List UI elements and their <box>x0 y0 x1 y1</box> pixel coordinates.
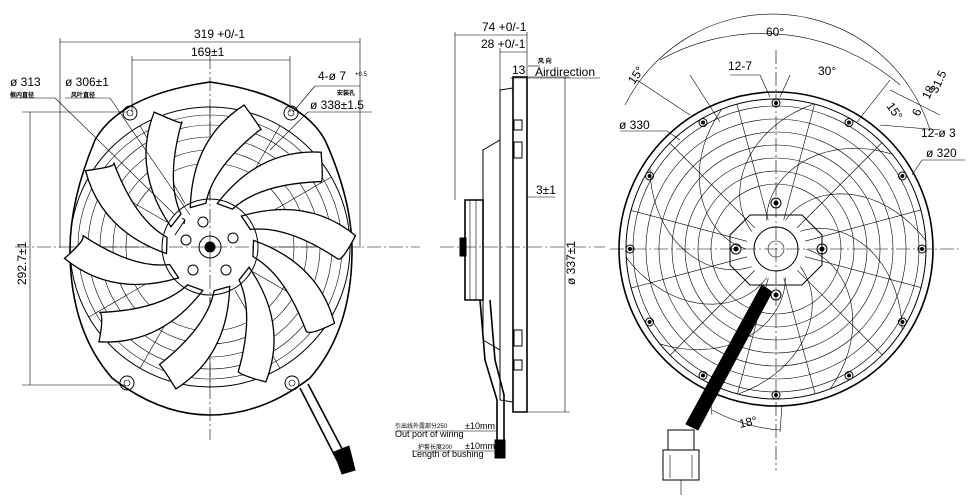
side-depth-dim: 74 +0/-1 <box>482 20 527 34</box>
front-cable <box>299 383 356 475</box>
rear-outer-rim <box>618 91 934 407</box>
rear-angle-top: 60° <box>766 25 784 39</box>
rear-dimensions <box>620 13 965 433</box>
side-frame <box>512 76 528 413</box>
side-offset-dim: 13 <box>512 63 526 77</box>
mounting-holes-dim: 4-ø 7 <box>318 69 346 83</box>
height-dim: 292.7±1 <box>15 241 29 285</box>
rear-slot-dim: 12-7 <box>728 59 752 73</box>
side-depth2-dim: 28 +0/-1 <box>481 37 526 51</box>
air-direction-cn: 风 向 <box>538 57 552 65</box>
bushing-tol: ±10mm <box>465 441 495 451</box>
overall-width-dim: 319 +0/-1 <box>194 27 245 41</box>
rear-holes-dim: 12-ø 3 <box>921 126 956 140</box>
rear-cable <box>662 284 773 495</box>
wire-note-cn: 引出线外露部分250 <box>395 422 448 430</box>
rear-angle-mid: 30° <box>818 64 836 78</box>
blade-diameter-dim: ø 306±1 <box>65 75 109 89</box>
rear-blade-curves <box>625 103 927 395</box>
rear-dim-6: 6 <box>909 106 925 118</box>
mounting-holes-tol: +0.5 <box>355 72 368 78</box>
spacing-dim: 169±1 <box>191 45 225 59</box>
rear-angle-right: 15° <box>884 100 906 123</box>
front-view: 319 +0/-1 169±1 ø 313 框内直径 ø 306±1 风叶直径 … <box>10 27 420 475</box>
rear-diameter-inner: ø 320 <box>926 146 957 160</box>
frame-diameter-dim: ø 313 <box>10 75 41 89</box>
front-dimensions <box>10 38 372 386</box>
bushing-note-en: Length of bushing <box>412 449 484 459</box>
front-shroud-outline <box>69 81 353 416</box>
side-cable <box>479 299 506 459</box>
rear-dim-18: 18 <box>919 83 937 101</box>
mounting-holes-note: 安装孔 <box>337 89 355 97</box>
side-motor <box>464 199 484 301</box>
rear-hub <box>729 197 828 301</box>
rear-diameter-outer: ø 330 <box>619 118 650 132</box>
rear-view: 60° 15° 12-7 30° 15° 31.5 18 6 12-ø 3 ø … <box>610 13 965 495</box>
air-direction-en: Airdirection <box>535 65 595 79</box>
wire-note-en: Out port of wiring <box>395 429 464 439</box>
bushing-note-cn: 护套长度200 <box>418 443 453 451</box>
rear-guard-rings <box>645 118 907 380</box>
side-gap-dim: 3±1 <box>536 183 556 197</box>
blade-diameter-note: 风叶直径 <box>71 91 95 99</box>
rear-angle-bottom: 18° <box>738 413 759 431</box>
side-dimensions <box>454 32 600 413</box>
bolt-circle-dim: ø 338±1.5 <box>310 98 364 112</box>
rear-angle-left: 15° <box>625 64 647 87</box>
side-brackets <box>513 119 523 371</box>
rear-mounting-holes <box>625 98 927 400</box>
wire-tol: ±10mm <box>465 421 495 431</box>
frame-diameter-note: 框内直径 <box>10 91 34 99</box>
side-view: 74 +0/-1 28 +0/-1 13 风 向 Airdirection 3±… <box>395 20 605 459</box>
side-height-dim: ø 337±1 <box>564 241 578 285</box>
front-hub <box>161 198 259 296</box>
front-mounting-ears <box>119 105 300 391</box>
front-fan-blades <box>63 104 357 390</box>
